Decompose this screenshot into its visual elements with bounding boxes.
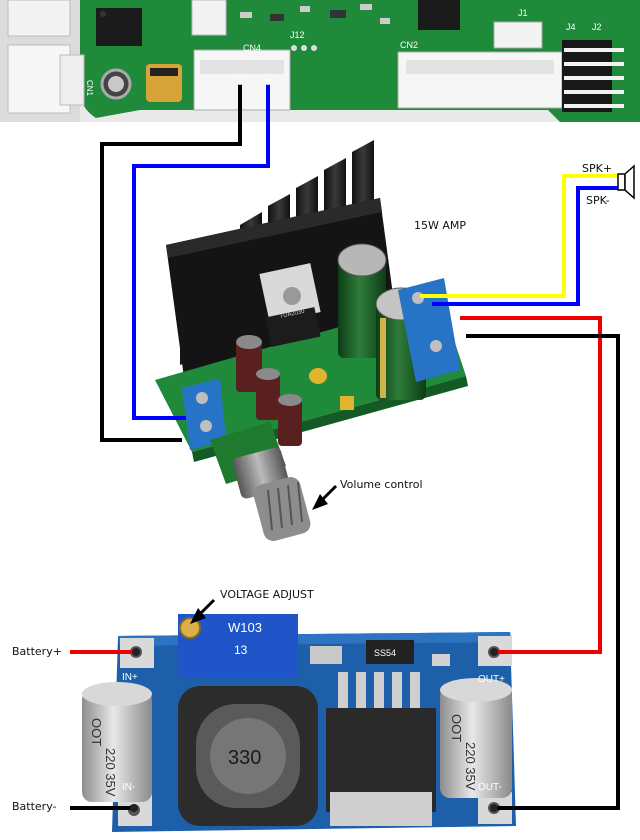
cap-brand-right: OOT [449,714,464,742]
amplifier-module [155,140,468,541]
battery-minus-label: Battery- [12,800,57,813]
wire-input-black [100,82,242,442]
wires [70,82,620,810]
arrow-icon-voltage [190,598,216,624]
j1-label: J1 [518,8,528,18]
in-minus-label: IN- [122,782,135,793]
wire-speaker-yellow [420,174,620,298]
cap-brand-left: OOT [89,718,104,746]
amp-label: 15W AMP [414,219,467,232]
out-plus-label: OUT+ [478,674,505,685]
in-plus-label: IN+ [122,672,138,683]
wire-input-blue [132,82,270,420]
pot-sub-label: 13 [234,643,248,657]
amp-chip-label: TDA2030 [279,309,306,320]
wire-end-dots [237,79,271,85]
wire-speaker-blue [432,186,620,306]
spk-minus-label: SPK- [586,194,610,207]
buck-converter [82,614,516,832]
chip-label: SS54 [374,648,396,658]
spk-plus-label: SPK+ [582,162,613,175]
battery-plus-label: Battery+ [12,645,62,658]
wire-power-red [460,316,602,654]
pot-label: W103 [228,620,262,635]
out-minus-label: OUT- [478,782,502,793]
speaker-icon [617,164,635,200]
cn2-label: CN2 [400,40,418,50]
cn1-label: CN1 [85,80,94,97]
cn4-label: CN4 [243,43,261,53]
wire-power-black [466,334,620,810]
j4-label: J4 [566,22,576,32]
cap-left-label: 220 35V [103,748,118,797]
cap-right-label: 220 35V [463,742,478,791]
j2-label: J2 [592,22,602,32]
volume-control-label: Volume control [340,478,423,491]
top-pcb [0,0,640,122]
j12-label: J12 [290,30,305,40]
inductor-label: 330 [228,747,261,769]
voltage-adjust-label: VOLTAGE ADJUST [220,588,314,601]
arrow-icon-volume [312,484,338,510]
